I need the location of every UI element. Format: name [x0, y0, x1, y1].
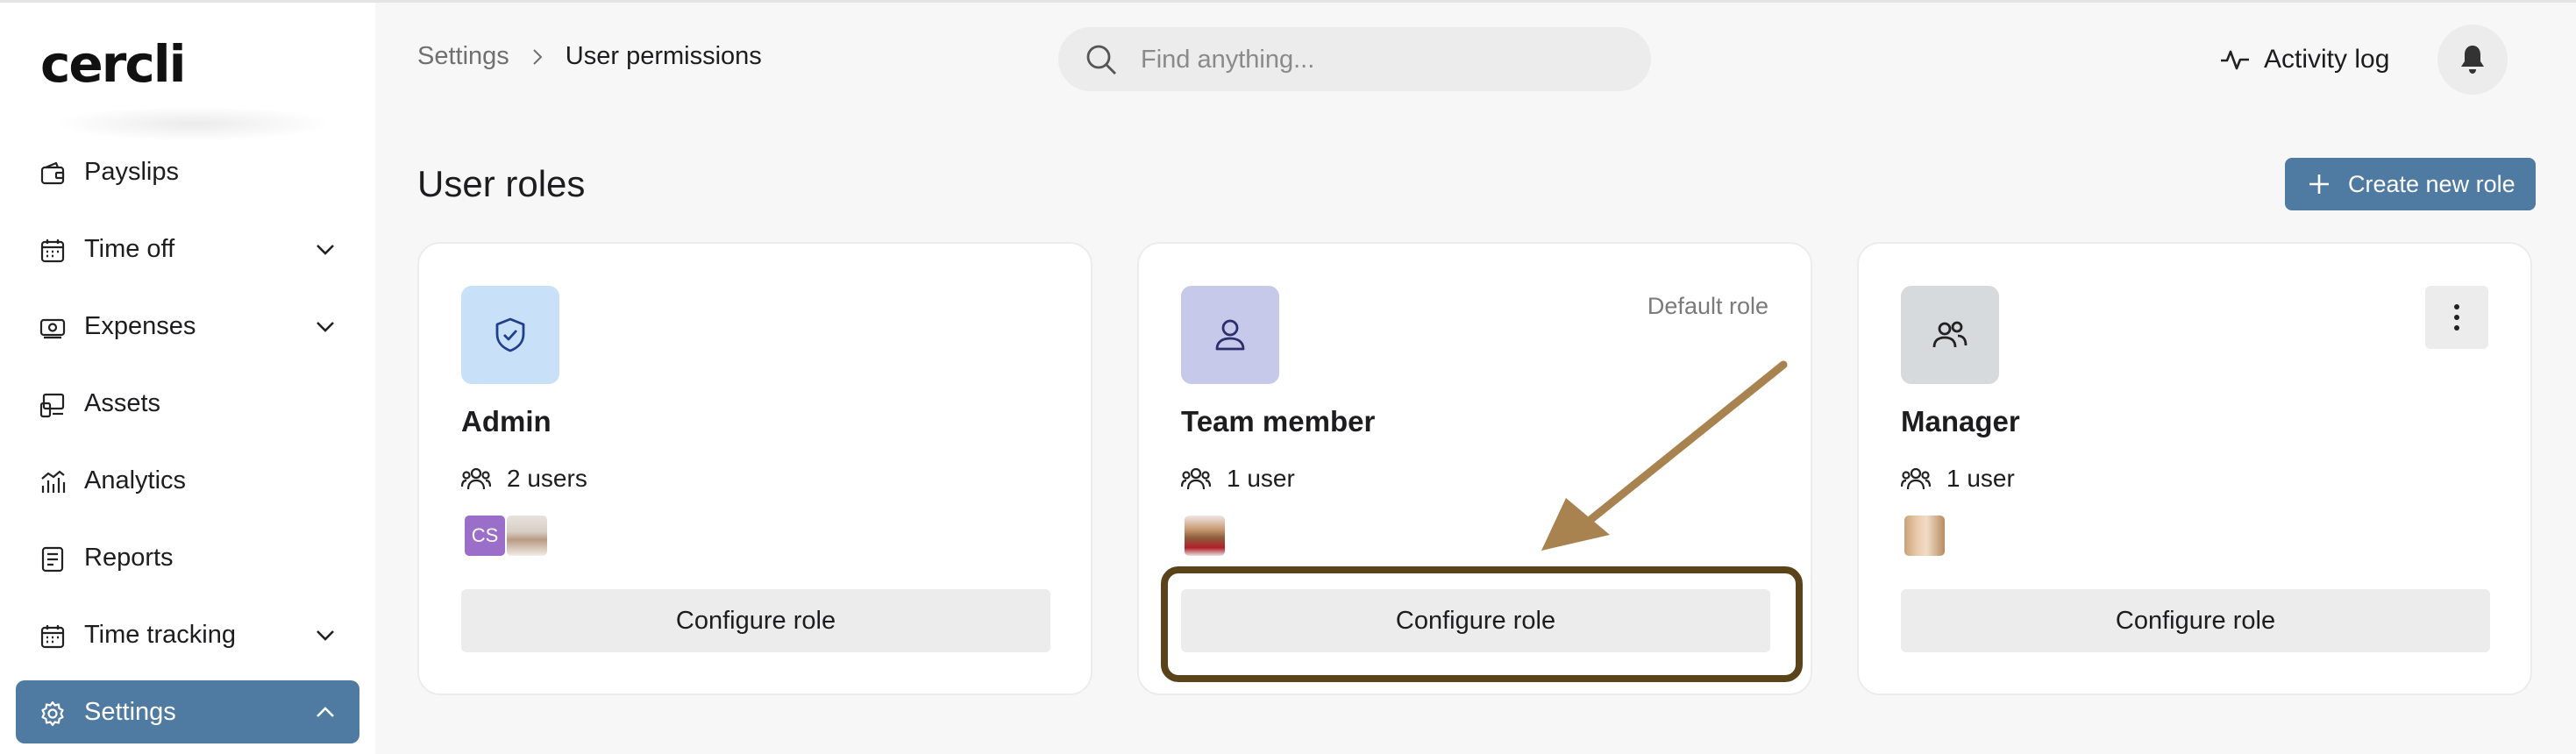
role-card-team-member: Default role Team member 1 user Configur…: [1137, 242, 1812, 695]
role-card-admin: Admin 2 users CS Configure role: [417, 242, 1092, 695]
sidebar-item-reports[interactable]: Reports: [16, 526, 359, 589]
plus-icon: [2309, 174, 2329, 194]
search-input[interactable]: [1139, 27, 1633, 93]
role-name: Admin: [461, 405, 551, 437]
analytics-icon: [41, 470, 66, 493]
sidebar-item-label: Time tracking: [84, 621, 236, 649]
search-icon: [1086, 45, 1116, 75]
create-new-role-label: Create new role: [2348, 170, 2516, 197]
role-name: Manager: [1901, 405, 2020, 437]
user-count-label: 2 users: [507, 465, 587, 492]
user-count: 1 user: [1181, 465, 1295, 493]
devices-icon: [39, 393, 65, 418]
configure-role-button[interactable]: Configure role: [461, 589, 1050, 652]
kebab-menu-icon: [2454, 304, 2459, 331]
role-icon-tile: [1181, 286, 1279, 384]
sidebar-item-time-tracking[interactable]: Time tracking: [16, 603, 359, 666]
sidebar-item-label: Expenses: [84, 312, 196, 340]
chevron-down-icon[interactable]: [312, 237, 338, 263]
report-icon: [41, 546, 64, 573]
users-icon: [1181, 467, 1211, 490]
logo-divider: [53, 106, 333, 141]
users-icon: [1901, 467, 1931, 490]
sidebar-item-time-off[interactable]: Time off: [16, 217, 359, 281]
chevron-down-icon[interactable]: [312, 314, 338, 340]
avatar-group: CS: [465, 516, 549, 556]
sidebar-item-label: Payslips: [84, 158, 179, 186]
gear-icon: [41, 701, 64, 727]
user-count-label: 1 user: [1227, 465, 1295, 492]
sidebar-item-analytics[interactable]: Analytics: [16, 449, 359, 512]
sidebar-item-assets[interactable]: Assets: [16, 372, 359, 435]
money-icon: [39, 318, 66, 339]
shield-check-icon: [495, 317, 525, 352]
avatar: [507, 516, 547, 556]
breadcrumb: Settings User permissions: [417, 42, 762, 71]
sidebar-item-label: Reports: [84, 544, 174, 572]
bell-icon: [2461, 46, 2484, 74]
sidebar-item-label: Assets: [84, 389, 161, 417]
activity-log-button[interactable]: Activity log: [2220, 35, 2389, 84]
logo[interactable]: cercli: [40, 34, 186, 94]
create-new-role-button[interactable]: Create new role: [2285, 158, 2536, 210]
user-icon: [1215, 319, 1245, 351]
chevron-right-icon: [533, 48, 543, 65]
calendar-icon: [40, 239, 65, 263]
avatar: [1904, 516, 1945, 556]
sidebar: cercli Payslips Time off Expenses Assets…: [0, 3, 375, 754]
sidebar-item-label: Analytics: [84, 466, 187, 494]
sidebar-item-label: Time off: [84, 235, 175, 263]
user-count-label: 1 user: [1946, 465, 2015, 492]
avatar: [1185, 516, 1225, 556]
role-icon-tile: [461, 286, 559, 384]
activity-log-label: Activity log: [2264, 45, 2390, 74]
sidebar-item-expenses[interactable]: Expenses: [16, 295, 359, 358]
annotation-highlight-box: [1161, 566, 1803, 682]
breadcrumb-current: User permissions: [565, 42, 762, 70]
wallet-icon: [40, 161, 65, 185]
default-role-tag: Default role: [1647, 293, 1768, 319]
users-icon: [461, 467, 491, 490]
page-title: User roles: [417, 163, 586, 204]
user-count: 1 user: [1901, 465, 2015, 493]
chevron-down-icon[interactable]: [312, 622, 338, 649]
search-box[interactable]: [1058, 27, 1651, 93]
calendar-icon: [40, 625, 65, 649]
users-icon: [1932, 321, 1968, 348]
user-count: 2 users: [461, 465, 587, 493]
avatar-group: [1904, 516, 1946, 556]
breadcrumb-parent-link[interactable]: Settings: [417, 42, 509, 70]
role-card-manager: Manager 1 user Configure role: [1857, 242, 2532, 695]
sidebar-item-settings[interactable]: Settings: [16, 680, 359, 743]
top-border: [0, 0, 2576, 3]
role-name: Team member: [1181, 405, 1376, 437]
sidebar-item-payslips[interactable]: Payslips: [16, 140, 359, 203]
annotation-arrow: [1541, 360, 1788, 551]
configure-role-button[interactable]: Configure role: [1901, 589, 2490, 652]
sidebar-item-label: Settings: [84, 698, 176, 726]
notifications-button[interactable]: [2437, 25, 2508, 95]
configure-role-button[interactable]: Configure role: [1181, 589, 1770, 652]
chevron-up-icon[interactable]: [312, 700, 338, 726]
avatar: CS: [465, 516, 505, 556]
more-options-button[interactable]: [2425, 286, 2488, 349]
avatar-group: [1185, 516, 1227, 556]
role-icon-tile: [1901, 286, 1999, 384]
activity-icon: [2221, 50, 2249, 70]
